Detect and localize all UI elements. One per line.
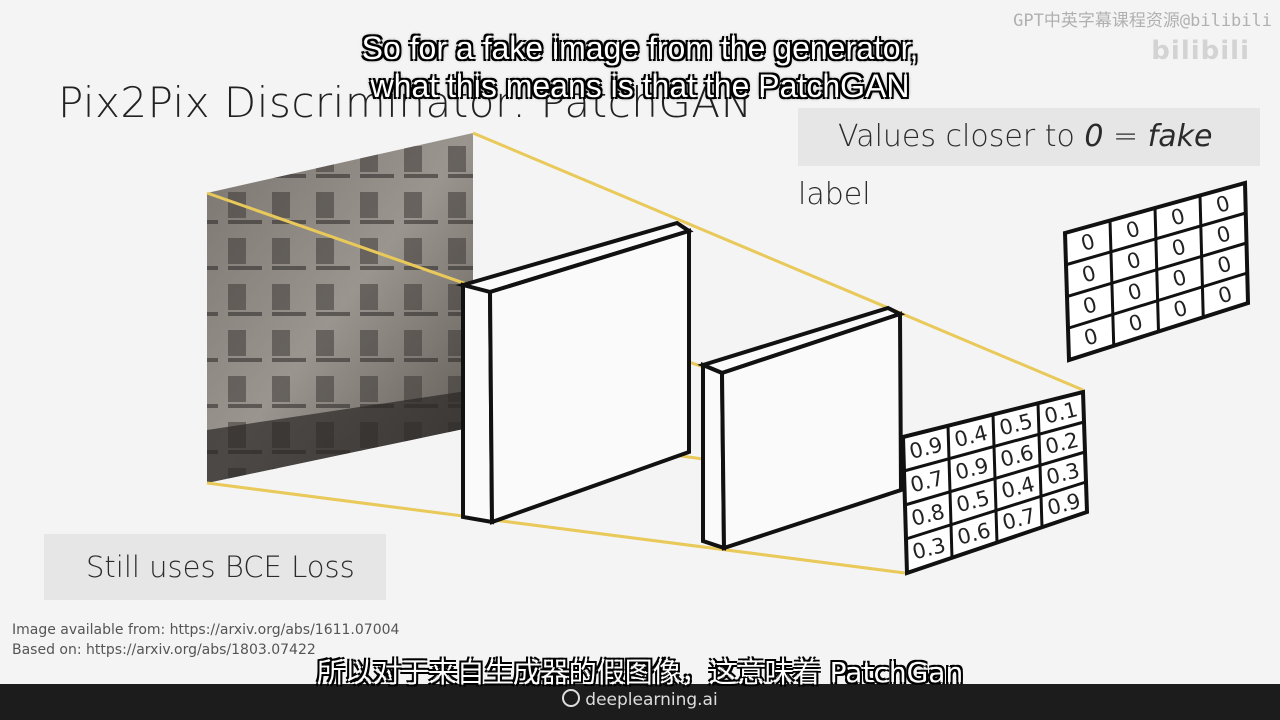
callout-value: 0 <box>1084 119 1104 154</box>
brand-name: deeplearning.ai <box>585 690 718 710</box>
conv-layer-1 <box>455 220 694 525</box>
target-matrix-cell-r2-c1: 0 <box>1079 261 1098 288</box>
target-matrix-cell-r1-c1: 0 <box>1078 229 1097 256</box>
watermark-text: GPT中英字幕课程资源@bilibili <box>1013 11 1272 31</box>
patch-matrix-row-divider <box>905 480 1087 541</box>
deeplearning-logo-icon <box>562 689 581 707</box>
bilibili-logo: bilibili <box>1151 36 1250 66</box>
target-matrix-cell-r1-c3: 0 <box>1168 204 1187 231</box>
callout-equals: = <box>1103 119 1148 154</box>
credit-image-source: Image available from: https://arxiv.org/… <box>12 622 400 638</box>
input-image <box>207 133 473 483</box>
target-matrix-row-divider <box>1067 271 1248 330</box>
target-matrix-cell-r3-c4: 0 <box>1215 251 1234 278</box>
target-matrix-row-divider <box>1065 211 1247 267</box>
patch-matrix-row-divider <box>904 450 1086 507</box>
target-matrix-cell-r3-c2: 0 <box>1125 279 1144 306</box>
target-matrix-row-divider <box>1066 241 1247 298</box>
credit-based-on: Based on: https://arxiv.org/abs/1803.074… <box>12 642 316 658</box>
target-matrix-cell-r2-c2: 0 <box>1124 248 1143 275</box>
patch-matrix-row-divider <box>903 420 1085 473</box>
target-matrix-cell-r4-c3: 0 <box>1171 296 1190 323</box>
callout-suffix: label <box>798 177 871 212</box>
slide-title: Pix2Pix Discriminator: PatchGAN <box>58 78 753 127</box>
target-matrix-cell-r1-c2: 0 <box>1123 216 1142 243</box>
target-matrix-cell-r2-c3: 0 <box>1169 234 1188 261</box>
target-matrix-cell-r3-c1: 0 <box>1080 292 1099 319</box>
target-matrix-cell-r3-c3: 0 <box>1170 265 1189 292</box>
subtitle-chinese: 所以对于来自生成器的假图像，这意味着 PatchGan <box>316 656 964 689</box>
target-matrix-cell-r4-c1: 0 <box>1081 324 1100 351</box>
footer-bar <box>0 684 1280 720</box>
subtitle-english-line-2: what this means is that the PatchGAN <box>370 68 910 104</box>
fake-label-callout: Values closer to 0 = fake label <box>798 108 1260 212</box>
conv-layer-2 <box>697 305 906 551</box>
target-matrix-cell-r1-c4: 0 <box>1213 191 1232 218</box>
target-matrix-cell-r2-c4: 0 <box>1214 221 1233 248</box>
callout-emphasis: fake <box>1147 119 1213 154</box>
image-credits: Image available from: https://arxiv.org/… <box>12 620 399 660</box>
target-matrix-cell-r4-c2: 0 <box>1126 310 1145 337</box>
bce-loss-callout: Still uses BCE Loss <box>44 534 386 600</box>
target-matrix-cell-r4-c4: 0 <box>1216 282 1235 309</box>
brand: deeplearning.ai <box>0 688 1280 712</box>
callout-prefix: Values closer to <box>838 119 1085 154</box>
subtitle-english-line-1: So for a fake image from the generator, <box>361 30 919 66</box>
